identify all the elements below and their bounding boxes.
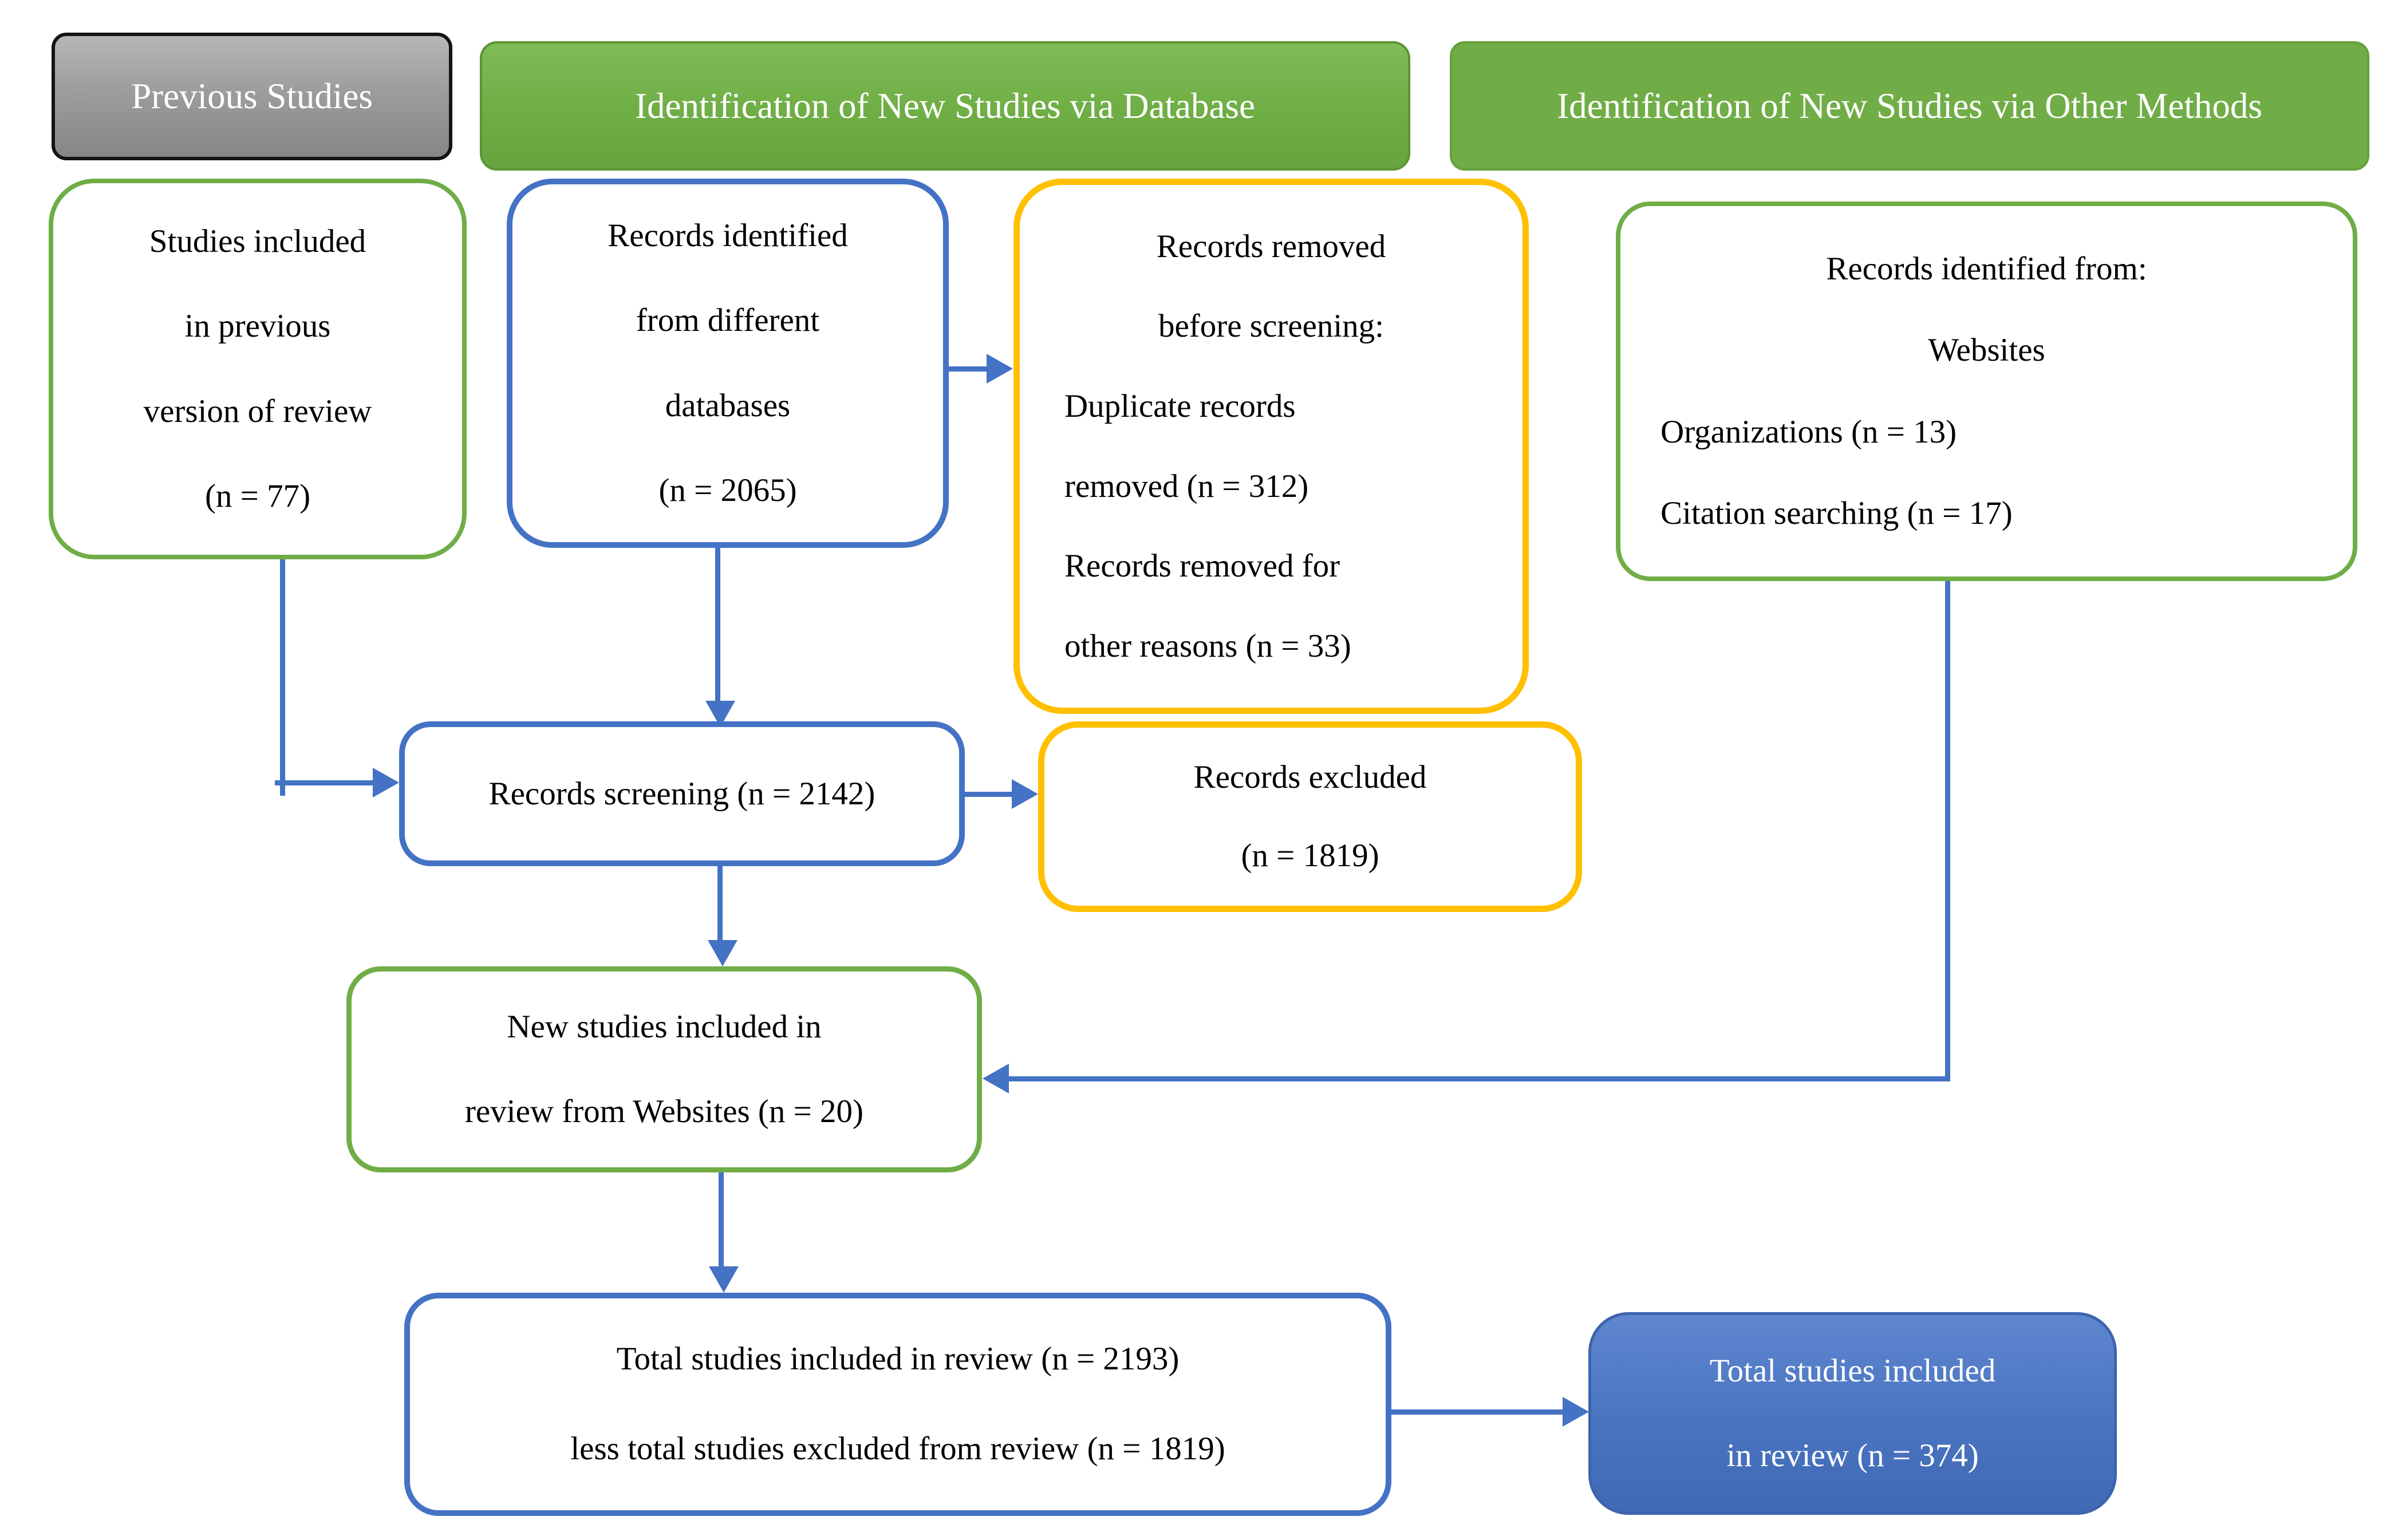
arrowhead-identified-to-removed <box>987 354 1013 384</box>
box-text-line: Duplicate records <box>1064 388 1296 424</box>
arrowhead-identified-to-screening <box>705 701 735 727</box>
header-previous-studies-label: Previous Studies <box>131 76 373 116</box>
box-text-line: (n = 77) <box>204 477 311 514</box>
box-text-line: Organizations (n = 13) <box>1661 413 1957 450</box>
box-records-excluded: Records excluded (n = 1819) <box>1038 721 1582 912</box>
connector-total-to-final-line <box>1391 1409 1564 1415</box>
box-text-line: Records identified <box>608 218 848 254</box>
arrowhead-screening-to-newstudies <box>708 940 737 966</box>
arrowhead-othermethods-to-newstudies <box>983 1064 1009 1093</box>
header-identification-via-other-methods: Identification of New Studies via Other … <box>1450 41 2369 171</box>
header-identification-via-database: Identification of New Studies via Databa… <box>480 41 1410 171</box>
box-text-line: before screening: <box>1158 308 1385 345</box>
box-text-line: (n = 1819) <box>1241 837 1379 874</box>
box-text-line: (n = 2065) <box>658 472 797 508</box>
box-text-line: Total studies included <box>1709 1352 1996 1389</box>
box-text-line: Websites <box>1928 332 2045 368</box>
box-text-line: Records removed <box>1156 228 1386 264</box>
connector-previous-to-screening-vertical <box>280 559 285 796</box>
box-records-identified-other-methods: Records identified from: Websites Organi… <box>1616 202 2357 581</box>
box-text-line: from different <box>636 302 820 339</box>
box-records-screening: Records screening (n = 2142) <box>399 721 965 866</box>
box-text-line: New studies included in <box>507 1008 822 1045</box>
box-text-line: in previous <box>184 308 331 345</box>
box-text-line: Records removed for <box>1064 548 1340 585</box>
connector-identified-to-screening-line <box>715 548 720 704</box>
box-total-studies-included-final: Total studies included in review (n = 37… <box>1588 1312 2117 1515</box>
box-total-studies-less-excluded: Total studies included in review (n = 21… <box>404 1293 1391 1516</box>
connector-identified-to-removed-line <box>949 366 988 372</box>
arrowhead-newstudies-to-total <box>709 1266 739 1293</box>
box-text-line: Total studies included in review (n = 21… <box>616 1341 1180 1377</box>
connector-othermethods-to-newstudies-vertical <box>1945 581 1950 1081</box>
arrowhead-screening-to-excluded <box>1012 779 1038 809</box>
box-text-line: Records screening (n = 2142) <box>488 776 875 812</box>
box-text-line: databases <box>665 387 791 424</box>
box-records-removed-before-screening: Records removed before screening: Duplic… <box>1013 179 1529 714</box>
box-text-line: Studies included <box>149 223 366 260</box>
connector-othermethods-to-newstudies-horizontal <box>1009 1076 1950 1081</box>
box-records-identified-databases: Records identified from different databa… <box>507 179 949 548</box>
arrowhead-previous-to-screening <box>373 768 399 797</box>
box-text-line: less total studies excluded from review … <box>570 1431 1225 1467</box>
header-identification-via-database-label: Identification of New Studies via Databa… <box>635 85 1255 126</box>
box-text-line: removed (n = 312) <box>1064 468 1309 504</box>
box-text-line: Records excluded <box>1193 759 1427 795</box>
box-new-studies-included: New studies included in review from Webs… <box>346 966 982 1172</box>
box-text-line: version of review <box>143 393 372 429</box>
box-text-line: review from Websites (n = 20) <box>464 1093 864 1130</box>
box-text-line: in review (n = 374) <box>1726 1438 1979 1474</box>
box-text-line: Citation searching (n = 17) <box>1661 495 2013 531</box>
arrowhead-total-to-final <box>1563 1397 1589 1427</box>
connector-screening-to-newstudies-line <box>717 866 723 941</box>
header-identification-via-other-methods-label: Identification of New Studies via Other … <box>1557 85 2262 126</box>
box-studies-included-previous-version: Studies included in previous version of … <box>49 179 467 559</box>
connector-newstudies-to-total-line <box>719 1172 724 1269</box>
header-previous-studies: Previous Studies <box>52 33 452 160</box>
box-text-line: other reasons (n = 33) <box>1064 627 1351 664</box>
connector-previous-to-screening-horizontal <box>275 780 374 785</box>
connector-screening-to-excluded-line <box>965 792 1013 797</box>
box-text-line: Records identified from: <box>1826 250 2147 287</box>
